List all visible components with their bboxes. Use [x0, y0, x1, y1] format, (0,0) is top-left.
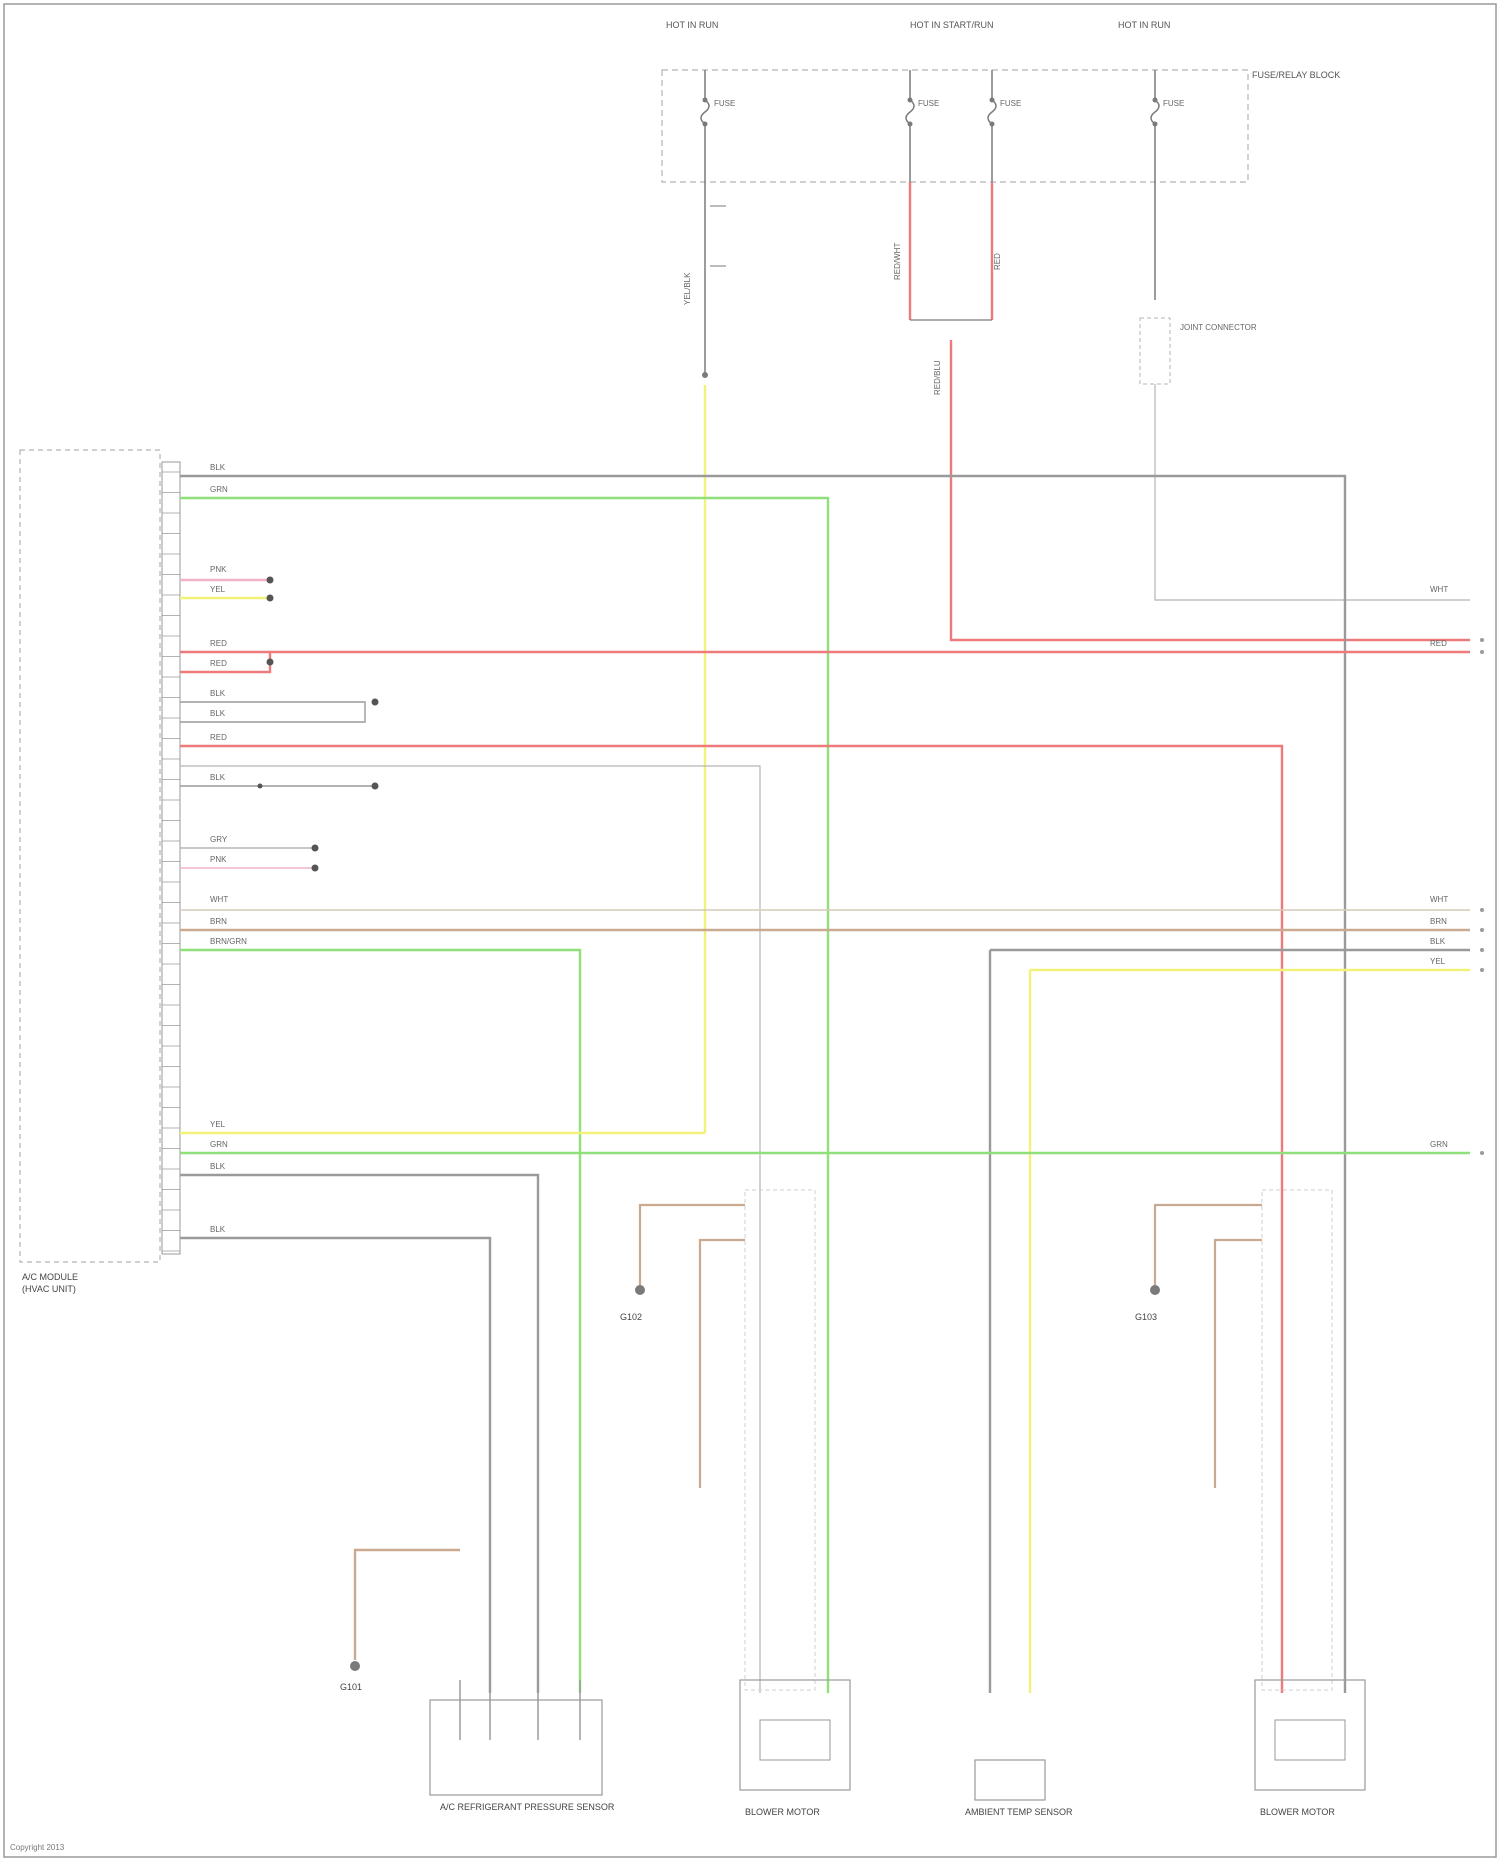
fuse-wires [702, 182, 1470, 1133]
svg-text:BLOWER MOTOR: BLOWER MOTOR [1260, 1807, 1335, 1817]
svg-text:PNK: PNK [210, 855, 227, 864]
svg-text:BRN: BRN [210, 917, 227, 926]
svg-text:RED/BLU: RED/BLU [933, 360, 942, 395]
svg-text:BLK: BLK [210, 709, 226, 718]
svg-text:YEL: YEL [210, 585, 226, 594]
ground-loops [640, 1205, 1262, 1488]
blower-motor-left: BLOWER MOTOR [740, 1680, 850, 1817]
svg-text:RED: RED [210, 733, 227, 742]
svg-text:BLK: BLK [210, 1225, 226, 1234]
svg-text:WHT: WHT [1430, 895, 1448, 904]
svg-text:BLK: BLK [210, 689, 226, 698]
svg-text:FUSE: FUSE [918, 99, 939, 108]
ground-1: G101 [340, 1661, 362, 1692]
svg-text:GRN: GRN [1430, 1140, 1448, 1149]
svg-text:BRN/GRN: BRN/GRN [210, 937, 247, 946]
svg-text:YEL/BLK: YEL/BLK [683, 272, 692, 305]
svg-text:GRY: GRY [210, 835, 228, 844]
blower-motor-right: BLOWER MOTOR [1255, 1680, 1365, 1817]
svg-text:FUSE: FUSE [1000, 99, 1021, 108]
fuse-wire-labels: YEL/BLK RED/WHT RED RED/BLU JOINT CONNEC… [683, 243, 1448, 594]
svg-text:YEL: YEL [1430, 957, 1446, 966]
ground-3: G103 [1135, 1285, 1160, 1322]
ac-module: A/C MODULE (HVAC UNIT) [20, 450, 180, 1294]
svg-text:PNK: PNK [210, 565, 227, 574]
svg-text:WHT: WHT [210, 895, 228, 904]
module-caption-1: A/C MODULE [22, 1272, 78, 1282]
top-label-3: HOT IN RUN [1118, 20, 1170, 30]
edge-terminals [1480, 638, 1484, 1155]
svg-text:GRN: GRN [210, 485, 228, 494]
footer-text: Copyright 2013 [10, 1843, 65, 1852]
fuse-block-label: FUSE/RELAY BLOCK [1252, 70, 1340, 80]
svg-text:BLK: BLK [210, 773, 226, 782]
svg-text:GRN: GRN [210, 1140, 228, 1149]
horizontal-wires [180, 476, 1470, 1693]
svg-text:BLK: BLK [210, 1162, 226, 1171]
svg-text:RED/WHT: RED/WHT [893, 243, 902, 280]
svg-text:RED: RED [993, 253, 1002, 270]
svg-text:G103: G103 [1135, 1312, 1157, 1322]
svg-text:BRN: BRN [1430, 917, 1447, 926]
top-label-1: HOT IN RUN [666, 20, 718, 30]
svg-text:RED: RED [1430, 639, 1447, 648]
ambient-temp-sensor: AMBIENT TEMP SENSOR [965, 1760, 1073, 1817]
top-label-2: HOT IN START/RUN [910, 20, 994, 30]
svg-text:BLOWER MOTOR: BLOWER MOTOR [745, 1807, 820, 1817]
module-caption-2: (HVAC UNIT) [22, 1284, 76, 1294]
fuse-relay-block: HOT IN RUN HOT IN START/RUN HOT IN RUN F… [662, 20, 1340, 182]
connector-columns [745, 1190, 1332, 1690]
sensor-caption: A/C REFRIGERANT PRESSURE SENSOR [440, 1802, 615, 1812]
svg-text:WHT: WHT [1430, 585, 1448, 594]
svg-text:BLK: BLK [1430, 937, 1446, 946]
svg-text:FUSE: FUSE [714, 99, 735, 108]
ground-2: G102 [620, 1285, 645, 1322]
svg-text:G102: G102 [620, 1312, 642, 1322]
svg-text:AMBIENT TEMP SENSOR: AMBIENT TEMP SENSOR [965, 1807, 1073, 1817]
svg-text:BLK: BLK [210, 463, 226, 472]
splice-dots [258, 577, 379, 872]
svg-text:FUSE: FUSE [1163, 99, 1184, 108]
svg-text:G101: G101 [340, 1682, 362, 1692]
svg-text:RED: RED [210, 639, 227, 648]
pressure-sensor: A/C REFRIGERANT PRESSURE SENSOR [430, 1680, 615, 1812]
svg-text:JOINT CONNECTOR: JOINT CONNECTOR [1180, 323, 1257, 332]
svg-text:RED: RED [210, 659, 227, 668]
svg-text:YEL: YEL [210, 1120, 226, 1129]
